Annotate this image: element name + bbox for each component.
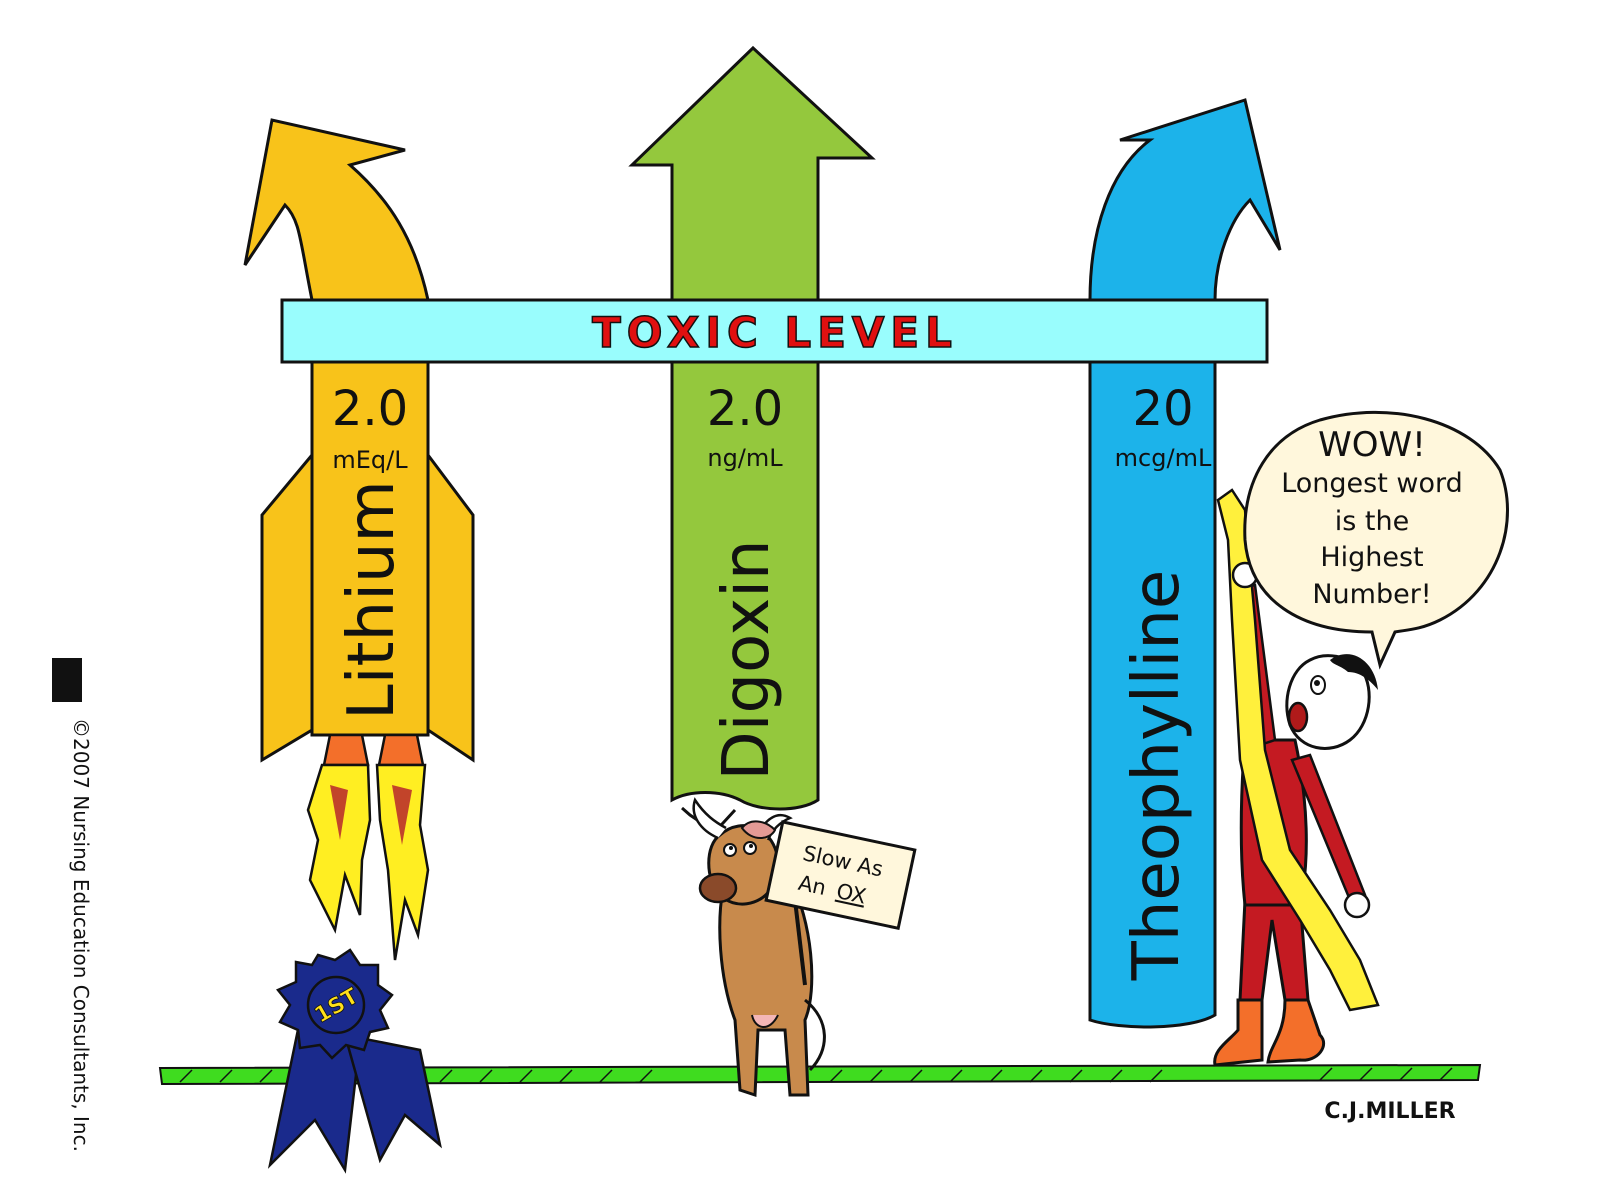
bubble-shape	[1243, 410, 1509, 670]
sign-board	[764, 820, 917, 931]
rocket-left-fin	[260, 450, 314, 763]
speech-bubble: WOW! Longest word is the Highest Number!	[1243, 410, 1509, 670]
man-hair	[1330, 654, 1378, 690]
ox-sign: Slow As An OX	[764, 820, 917, 931]
rosette-center	[306, 975, 366, 1035]
ox-eye-left	[723, 843, 737, 857]
rocket-flame-left	[306, 763, 372, 934]
digoxin-shape	[628, 45, 876, 811]
ox-body	[718, 878, 814, 1098]
copyright-block: ©2007 Nursing Education Consultants, Inc…	[52, 658, 93, 1152]
toxic-level-banner: TOXIC LEVEL	[280, 298, 1269, 364]
rocket-nozzle-right	[377, 733, 425, 767]
digoxin-unit: ng/mL	[707, 444, 783, 472]
banner-title: TOXIC LEVEL	[592, 308, 958, 357]
theophylline-unit: mcg/mL	[1115, 444, 1212, 472]
bubble-line-5: Number!	[1312, 579, 1431, 610]
sign-line2-prefix: An	[796, 871, 828, 900]
first-place-ribbon: 1ST	[267, 948, 442, 1174]
man-boot-left	[1213, 998, 1264, 1067]
bubble-line-1: WOW!	[1318, 425, 1426, 465]
ox-belly	[751, 1014, 779, 1028]
grass-hatching	[179, 1067, 1453, 1083]
man-mouth	[1287, 701, 1309, 733]
man-hand-right	[1343, 891, 1371, 919]
theophylline-value: 20	[1132, 381, 1193, 437]
digoxin-label: Digoxin	[710, 539, 784, 780]
ox-character: Slow As An OX	[681, 797, 917, 1098]
theophylline-label: Theophylline	[1120, 570, 1194, 982]
ox-eye-right	[743, 841, 757, 855]
lithium-unit: mEq/L	[332, 446, 408, 474]
ox-pupil-right	[749, 844, 753, 848]
lithium-value: 2.0	[332, 381, 408, 437]
flame-core-right	[392, 785, 412, 845]
bubble-line-4: Highest	[1320, 542, 1423, 573]
digoxin-arrow	[628, 45, 876, 811]
bubble-line-3: is the	[1335, 506, 1409, 537]
ox-tail	[804, 998, 826, 1072]
digoxin-value: 2.0	[707, 381, 783, 437]
man-pupil	[1314, 680, 1320, 686]
publisher-logo	[52, 658, 82, 702]
bubble-line-2: Longest word	[1281, 468, 1463, 499]
lithium-label: Lithium	[335, 480, 409, 720]
artist-signature: C.J.MILLER	[1324, 1099, 1455, 1124]
ox-tuft	[740, 820, 777, 839]
rocket-nozzle-left	[322, 733, 370, 767]
man-boot-right	[1266, 998, 1326, 1064]
grass-strip	[158, 1063, 1482, 1086]
banner-bar	[280, 298, 1269, 364]
flame-core-left	[330, 785, 348, 840]
rocket-right-fin	[426, 450, 475, 763]
ox-pupil-left	[729, 846, 733, 850]
ox-horn-left	[692, 797, 727, 840]
ground	[158, 1063, 1482, 1086]
sign-pole	[793, 899, 807, 986]
copyright-text: ©2007 Nursing Education Consultants, Inc…	[69, 718, 93, 1152]
ribbon-tail-right	[343, 1033, 442, 1164]
rocket-flame-right	[375, 763, 430, 961]
lithium-arrow-head	[243, 118, 430, 302]
man-character	[1213, 488, 1380, 1067]
ox-snout	[698, 872, 738, 904]
